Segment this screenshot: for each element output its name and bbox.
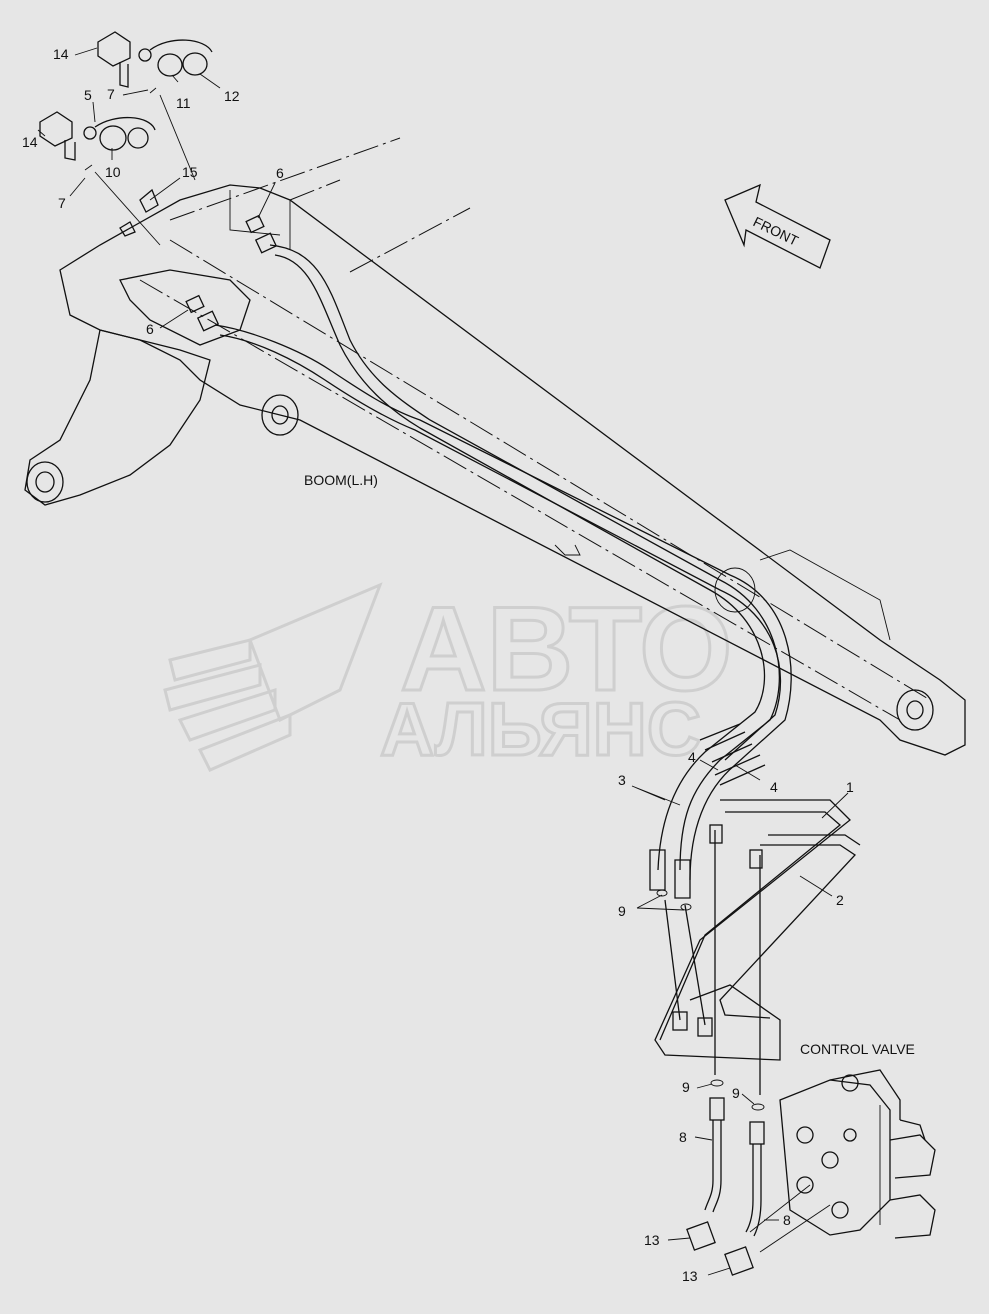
- pipes: [654, 799, 861, 1095]
- watermark-logo: [163, 582, 383, 772]
- leader-lines: [37, 47, 849, 1276]
- part-label-6-upper: 6: [276, 165, 284, 181]
- part-label-13b: 13: [682, 1268, 698, 1284]
- front-label: FRONT: [751, 213, 802, 249]
- front-arrow: FRONT: [724, 183, 831, 269]
- part-label-7-upper: 7: [107, 86, 115, 102]
- bolt-detail-lower: [39, 94, 196, 246]
- lower-hoses: [656, 889, 765, 1276]
- part-label-8b: 8: [783, 1212, 791, 1228]
- part-label-9c: 9: [732, 1085, 740, 1101]
- part-label-10: 10: [105, 164, 121, 180]
- part-label-11: 11: [176, 95, 191, 111]
- control-valve-label: CONTROL VALVE: [800, 1041, 915, 1057]
- part-label-3: 3: [618, 772, 626, 788]
- part-label-6-lower: 6: [146, 321, 154, 337]
- boom-assembly: [24, 137, 966, 756]
- part-label-5: 5: [84, 87, 92, 103]
- bolt-detail-upper: [97, 31, 213, 94]
- part-label-14-lower: 14: [22, 134, 38, 150]
- watermark-line1: АВТО: [400, 582, 732, 716]
- part-label-7-lower: 7: [58, 195, 66, 211]
- part-label-2: 2: [836, 892, 844, 908]
- part-label-13a: 13: [644, 1232, 660, 1248]
- part-label-4b: 4: [770, 779, 778, 795]
- part-label-9a: 9: [618, 903, 626, 919]
- hoses: [214, 244, 792, 899]
- part-label-8a: 8: [679, 1129, 687, 1145]
- watermark-line2: АЛЬЯНС: [380, 687, 701, 771]
- boom-label: BOOM(L.H): [304, 472, 378, 488]
- control-valve: [779, 1069, 936, 1239]
- labels: BOOM(L.H) CONTROL VALVE 14 7 11 12 5 14 …: [22, 46, 915, 1284]
- part-label-15: 15: [182, 164, 198, 180]
- clip-15: [119, 188, 159, 237]
- part-label-4a: 4: [688, 749, 696, 765]
- part-label-14-upper: 14: [53, 46, 69, 62]
- boom-fittings: [185, 214, 278, 332]
- part-label-1: 1: [846, 779, 854, 795]
- part-label-12: 12: [224, 88, 240, 104]
- watermark: АВТО АЛЬЯНС: [163, 581, 734, 773]
- part-label-9b: 9: [682, 1079, 690, 1095]
